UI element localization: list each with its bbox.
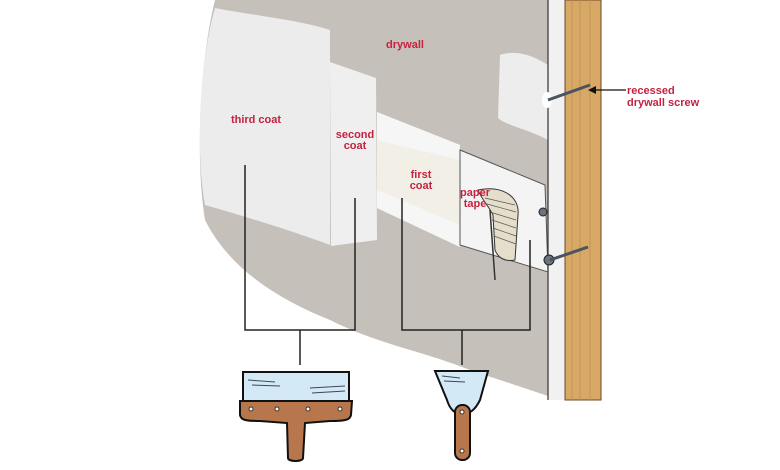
label-second-coat-line1: second bbox=[336, 129, 375, 141]
putty-knife-icon bbox=[433, 370, 490, 461]
label-drywall: drywall bbox=[386, 39, 424, 51]
screw-icon bbox=[538, 207, 589, 266]
leader-lines bbox=[244, 165, 531, 365]
label-paper-tape-line1: paper bbox=[460, 187, 491, 199]
label-paper-tape-line2: tape bbox=[464, 198, 487, 210]
recessed-screw-icon bbox=[542, 83, 591, 108]
arrow-icon bbox=[588, 86, 596, 94]
screw-patch bbox=[498, 52, 548, 140]
third-coat-area bbox=[199, 8, 330, 245]
label-third-coat: third coat bbox=[231, 114, 281, 126]
wide-taping-knife-icon bbox=[239, 371, 354, 462]
wall-edge bbox=[548, 0, 565, 400]
second-coat-area bbox=[330, 62, 377, 246]
label-first-coat-line2: coat bbox=[410, 180, 433, 192]
label-screw-line2: drywall screw bbox=[627, 97, 700, 109]
label-second-coat-line2: coat bbox=[344, 140, 367, 152]
label-first-coat-line1: first bbox=[411, 169, 432, 181]
wood-stud bbox=[564, 0, 602, 401]
label-screw-line1: recessed bbox=[627, 85, 675, 97]
paper-tape-icon bbox=[477, 188, 519, 281]
